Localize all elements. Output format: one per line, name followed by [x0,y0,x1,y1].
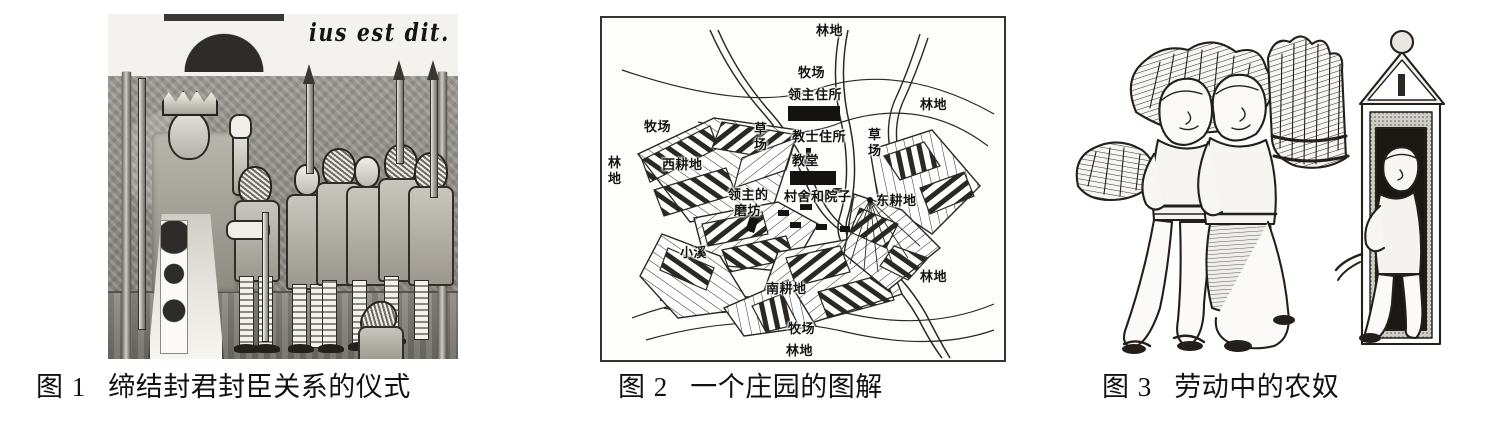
manor-label-pasture-south: 牧场 [788,322,816,337]
vassal-helmet [238,166,272,206]
manor-plate: 林地 牧场 领主住所 教士住所 教堂 草场 草场 牧场 西耕地 东耕地 南耕地 … [600,16,1006,362]
spear-shaft-2 [396,76,404,164]
figure-2-caption-text: 一个庄园的图解 [690,372,883,402]
knight-body-5 [408,186,454,286]
cottage-block-3 [778,210,789,216]
spear-shaft-3 [430,76,438,198]
manor-label-meadow-center: 草场 [754,122,768,153]
vassal-raised-hand [229,114,252,139]
manor-label-south-field: 南耕地 [766,282,807,297]
staff-left [138,78,146,330]
cottage-block-5 [790,222,801,228]
manor-label-church: 教堂 [792,154,820,169]
manor-label-lords-house: 领主住所 [788,88,843,103]
vassal-leg-left [239,276,254,348]
manuscript-gothic-text: ius est dit. [309,18,450,47]
figure-1-caption: 图 1 缔结封君封臣关系的仪式 [36,372,411,402]
manor-label-woodland-south: 林地 [786,344,814,359]
spear-shaft-1 [306,80,314,174]
manor-label-west-field: 西耕地 [662,158,703,173]
woodcut-plate [1062,8,1446,360]
figure-3-caption: 图 3 劳动中的农奴 [1102,372,1339,402]
figure-2-image: 林地 牧场 领主住所 教士住所 教堂 草场 草场 牧场 西耕地 东耕地 南耕地 … [600,16,1006,362]
canopy-arch [164,14,284,72]
manor-label-woodland-north: 林地 [816,24,844,39]
vassal-body [234,200,280,282]
manor-label-pasture-west: 牧场 [644,120,672,135]
manor-label-meadow-east: 草场 [868,128,882,159]
knight-shoe-2 [318,344,344,353]
sword-blade [262,212,269,342]
cottage-block-6 [816,224,827,230]
cottage-block-2 [800,204,812,210]
clergy-house-block [802,155,815,164]
figure-1-caption-number: 图 1 [36,372,87,402]
knight-leg-1a [292,284,307,348]
cottage-block-1 [818,194,828,200]
figure-3-image [1062,8,1446,360]
manor-label-east-field: 东耕地 [876,194,917,209]
lords-house-block [788,106,840,121]
vassal-shoe-left [234,344,260,353]
column-left [122,72,131,359]
manor-label-woodland-east: 林地 [920,270,948,285]
clergy-house-tower [806,148,811,156]
cottage-block-7 [840,226,850,232]
manor-label-lords-mill-line1: 领主的 [728,188,769,203]
figure-2-caption-number: 图 2 [618,372,669,402]
bowing-figure-body [358,326,404,359]
figure-2-caption: 图 2 一个庄园的图解 [618,372,883,402]
knight-face-3 [354,156,380,188]
manor-label-woodland-northeast: 林地 [920,98,948,113]
knight-shoe-1 [288,344,314,353]
knight-leg-2a [322,280,337,348]
figure-1-image: ius est dit. [108,14,458,359]
ermine-trim [160,220,188,354]
figure-1-caption-text: 缔结封君封臣关系的仪式 [108,372,411,402]
serfs-woodcut-svg [1075,29,1446,354]
cottage-block-4 [833,188,842,193]
church-block [790,171,836,185]
manor-label-clergy-house: 教士住所 [792,130,847,145]
king-head [168,110,210,160]
clasped-hands [226,220,270,240]
manor-plan-svg [621,29,995,359]
manor-label-lords-mill-line2: 磨坊 [734,204,762,219]
manor-label-cottages: 村舍和院子 [784,190,852,205]
illumination-frame: ius est dit. [108,14,458,359]
figure-3-caption-number: 图 3 [1102,372,1153,402]
manor-label-stream: 小溪 [680,246,708,261]
knight-leg-5a [414,280,429,340]
manor-label-woodland-west: 林地 [608,156,622,187]
vassal-shoe-right [254,344,280,353]
figure-3-caption-text: 劳动中的农奴 [1174,372,1340,402]
manor-label-pasture-north: 牧场 [798,66,826,81]
